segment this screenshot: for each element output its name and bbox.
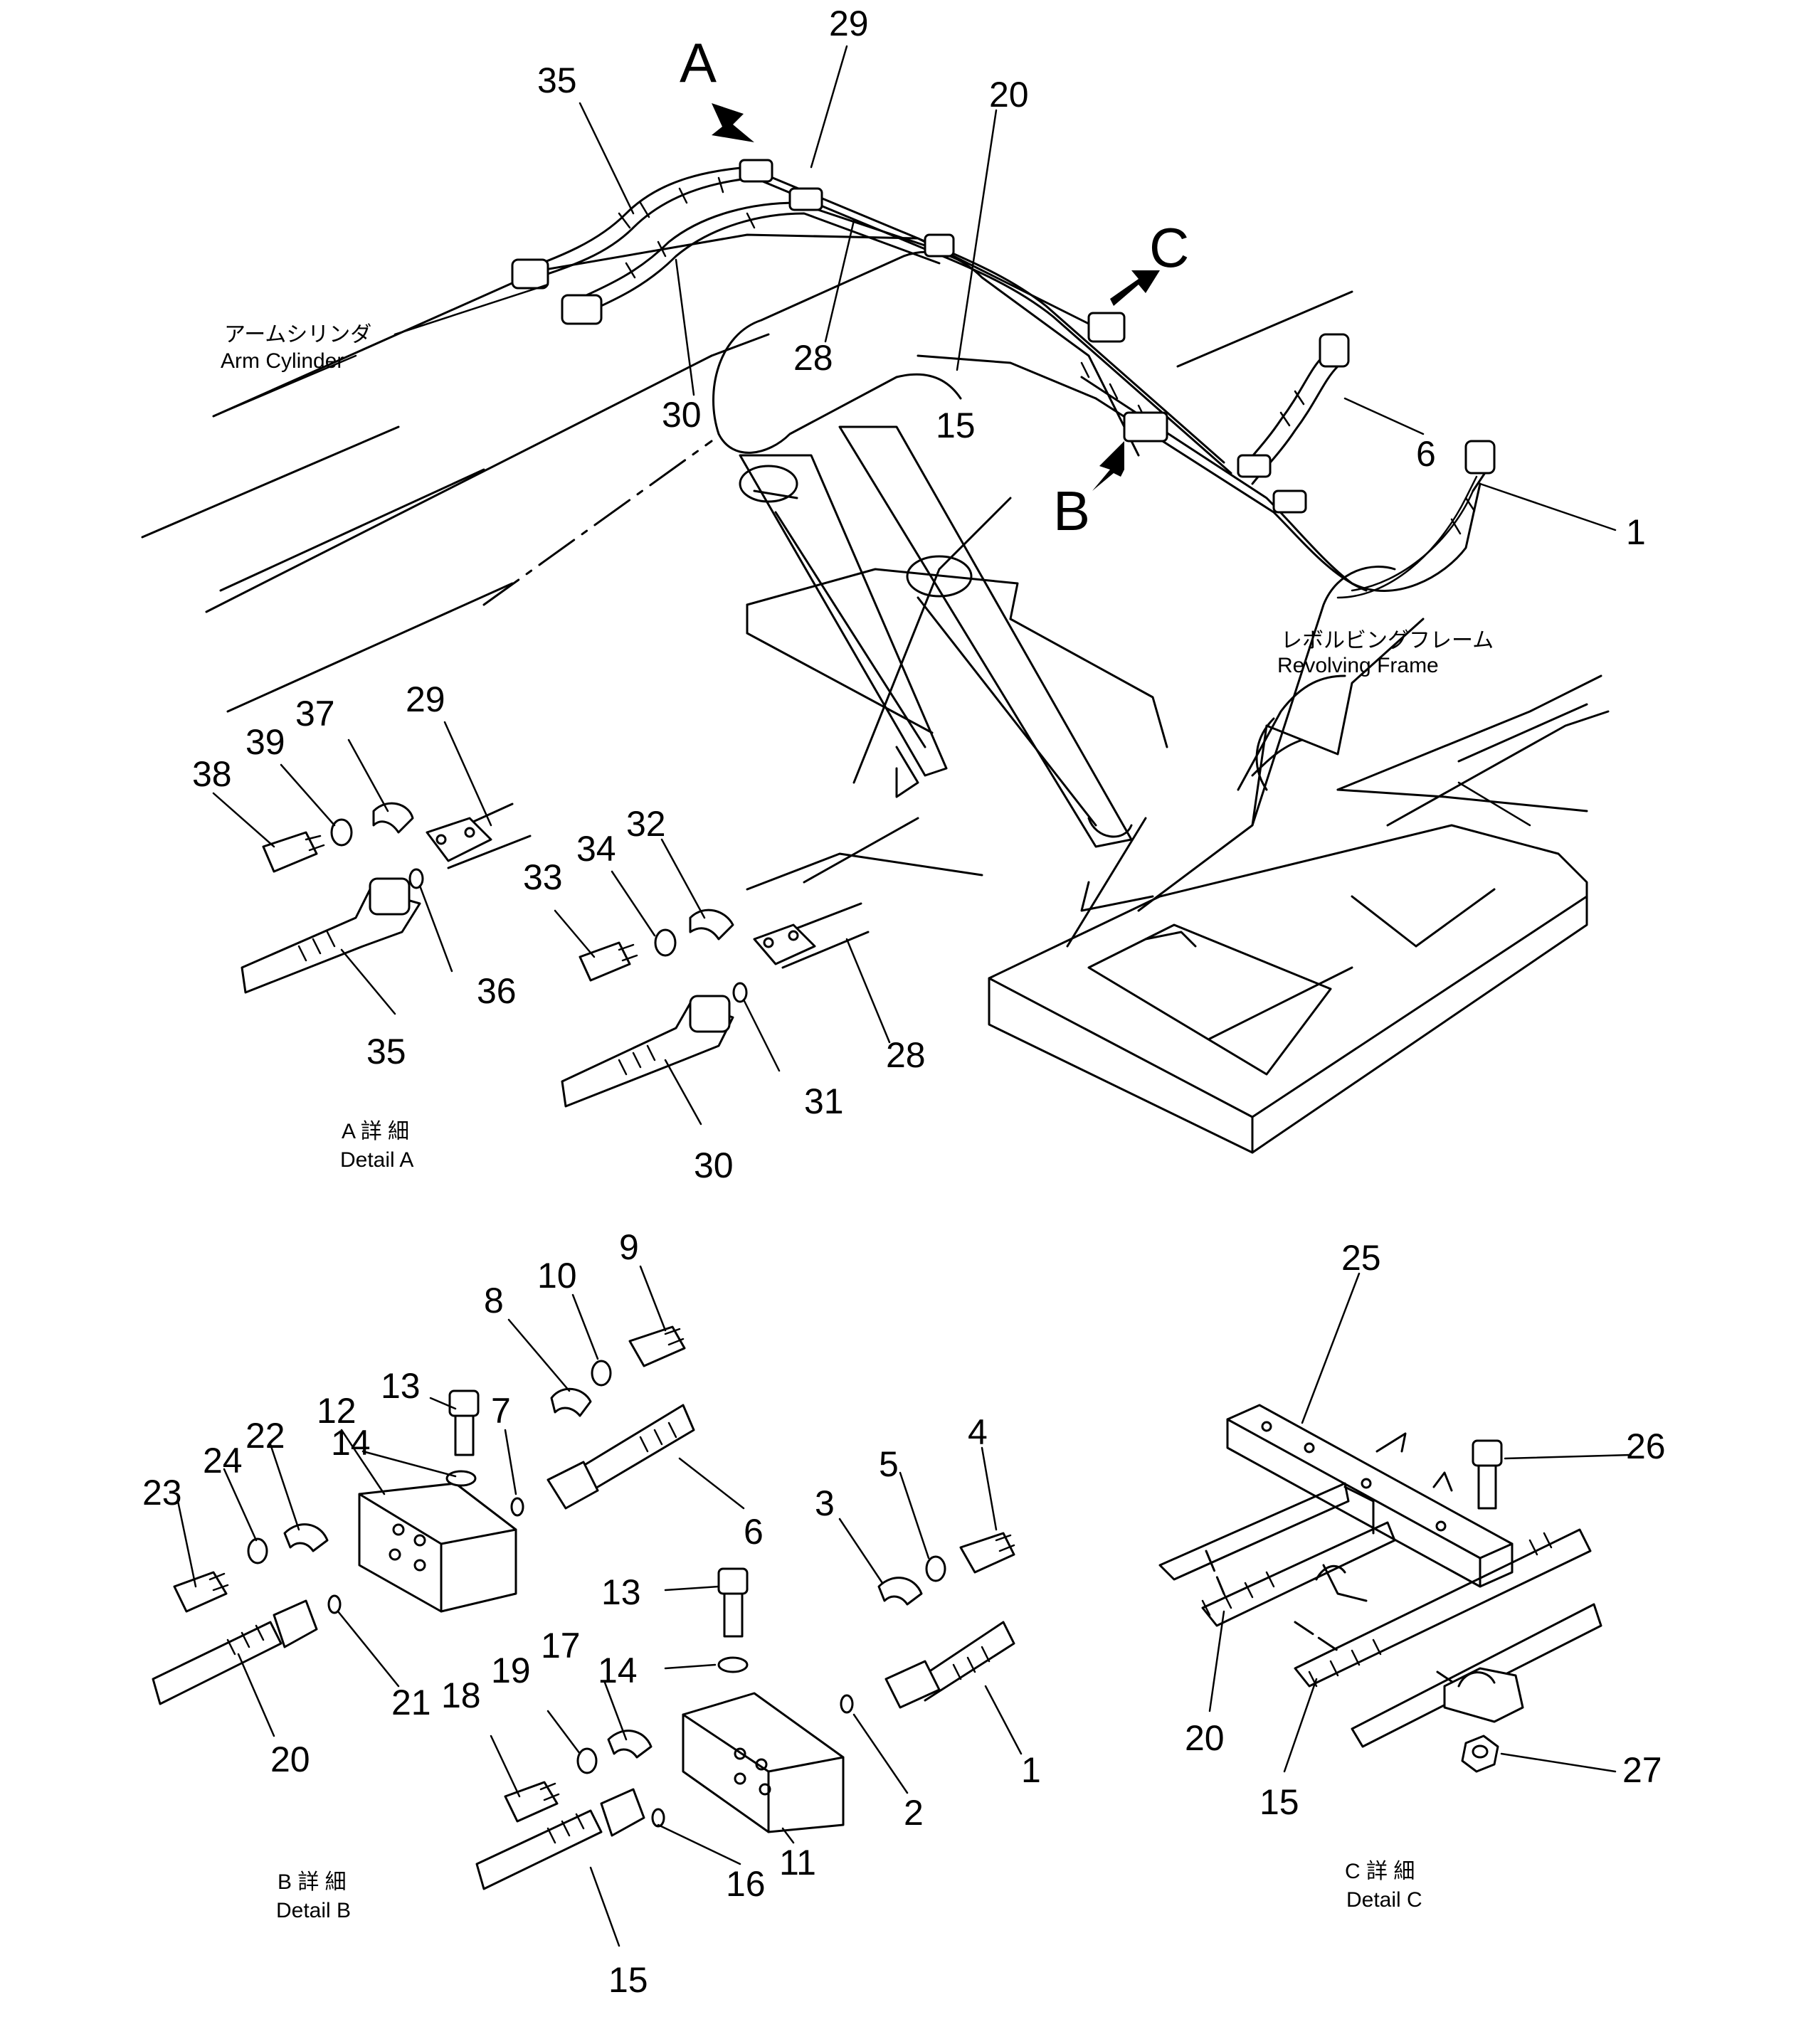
boom-outline <box>141 233 1353 784</box>
main-callout-28: 28 <box>793 338 833 378</box>
detail-b-callout-19: 19 <box>491 1651 531 1690</box>
arrow-c-label: C <box>1149 216 1189 279</box>
detail-a-callout-37: 37 <box>295 694 335 734</box>
detail-arrows <box>712 103 1160 491</box>
detail-b-callout-2: 2 <box>904 1793 924 1833</box>
detail-b-callout-11: 11 <box>779 1843 816 1883</box>
detail-b-callout-9: 9 <box>619 1227 639 1267</box>
arm-cylinder-label-en: Arm Cylinder <box>221 349 344 373</box>
detail-a-callout-29: 29 <box>406 679 445 719</box>
detail-b-callout-24: 24 <box>203 1441 243 1481</box>
detail-a-title-en: Detail A <box>340 1148 413 1172</box>
arrow-b-label: B <box>1053 480 1090 542</box>
detail-b-callout-18: 18 <box>441 1675 481 1715</box>
detail-c-callout-27: 27 <box>1622 1750 1662 1790</box>
detail-a-callout-32: 32 <box>626 804 666 844</box>
detail-a-title-jp: A 詳 細 <box>342 1120 409 1143</box>
revolving-frame-label-jp: レボルビングフレーム <box>1281 629 1494 652</box>
detail-b-callout-4: 4 <box>968 1412 988 1452</box>
detail-b-callout-21: 21 <box>391 1683 431 1722</box>
detail-c-callout-20: 20 <box>1185 1718 1225 1758</box>
detail-b-callout-13b: 13 <box>601 1572 641 1612</box>
detail-c-callout-25: 25 <box>1341 1238 1381 1278</box>
detail-b-callout-22: 22 <box>245 1416 285 1456</box>
detail-a-callout-30: 30 <box>694 1145 734 1185</box>
main-callout-6: 6 <box>1416 434 1436 474</box>
detail-b-title-en: Detail B <box>276 1899 351 1922</box>
hose-lines <box>511 159 1496 599</box>
revolving-frame <box>746 566 1610 1154</box>
detail-b-callout-5: 5 <box>879 1444 899 1484</box>
detail-a-callout-31: 31 <box>804 1081 844 1121</box>
detail-c-title-jp: C 詳 細 <box>1345 1860 1415 1883</box>
main-leader-lines <box>212 45 1617 827</box>
detail-a-callout-38: 38 <box>192 754 232 794</box>
arrow-c-icon <box>1110 270 1160 306</box>
detail-a-leader-lines <box>212 721 891 1126</box>
detail-b-callout-12: 12 <box>317 1391 356 1431</box>
detail-c-title-en: Detail C <box>1346 1888 1422 1912</box>
detail-b-callout-8: 8 <box>484 1281 504 1320</box>
detail-a-callout-36: 36 <box>477 971 517 1011</box>
detail-c-callout-26: 26 <box>1626 1426 1666 1466</box>
arrow-a-icon <box>712 103 754 142</box>
detail-b-callout-16: 16 <box>726 1864 766 1904</box>
detail-b-callout-23: 23 <box>142 1473 182 1513</box>
detail-a-callout-33: 33 <box>523 857 563 897</box>
detail-b-callout-20: 20 <box>270 1739 310 1779</box>
main-assembly-view: A B C 35 29 20 28 30 15 6 1 アームシリンダ Arm … <box>141 4 1646 1154</box>
detail-b-callout-13a: 13 <box>381 1366 421 1406</box>
main-callout-15: 15 <box>936 406 976 445</box>
detail-b: 9 10 8 13 7 12 14 22 24 23 6 4 5 3 21 20… <box>142 1227 1041 2000</box>
detail-b-callout-17: 17 <box>541 1626 581 1666</box>
detail-b-callout-3: 3 <box>815 1483 835 1523</box>
detail-b-title-jp: B 詳 細 <box>278 1870 347 1894</box>
detail-c: 25 26 20 15 27 C 詳 細 Detail C <box>1158 1238 1666 1912</box>
detail-b-callout-1: 1 <box>1021 1750 1041 1790</box>
main-callout-30: 30 <box>662 395 702 435</box>
detail-a: 37 39 29 38 36 35 32 34 33 28 31 30 A 詳 … <box>192 679 926 1185</box>
detail-b-leader-lines <box>176 1265 1023 1947</box>
detail-b-callout-10: 10 <box>537 1256 577 1296</box>
detail-b-callout-6: 6 <box>744 1512 764 1552</box>
main-callout-35: 35 <box>537 60 577 100</box>
revolving-frame-label-en: Revolving Frame <box>1277 654 1439 677</box>
detail-b-callout-7: 7 <box>491 1391 511 1431</box>
arm-cylinder-label-jp: アームシリンダ <box>224 323 371 346</box>
arrow-b-icon <box>1092 441 1124 491</box>
detail-a-callout-34: 34 <box>576 829 616 869</box>
detail-c-callout-15: 15 <box>1259 1782 1299 1822</box>
detail-b-callout-14a: 14 <box>331 1423 371 1463</box>
detail-b-callout-15: 15 <box>608 1960 648 2000</box>
detail-b-callout-14b: 14 <box>598 1651 638 1690</box>
main-callout-29: 29 <box>829 4 869 43</box>
detail-a-callout-35: 35 <box>366 1032 406 1071</box>
main-callout-1: 1 <box>1626 512 1646 552</box>
main-callout-20: 20 <box>989 75 1029 115</box>
detail-a-callout-28: 28 <box>886 1035 926 1075</box>
arrow-a-label: A <box>680 31 717 94</box>
detail-c-leader-lines <box>1208 1272 1631 1773</box>
detail-a-callout-39: 39 <box>245 722 285 762</box>
